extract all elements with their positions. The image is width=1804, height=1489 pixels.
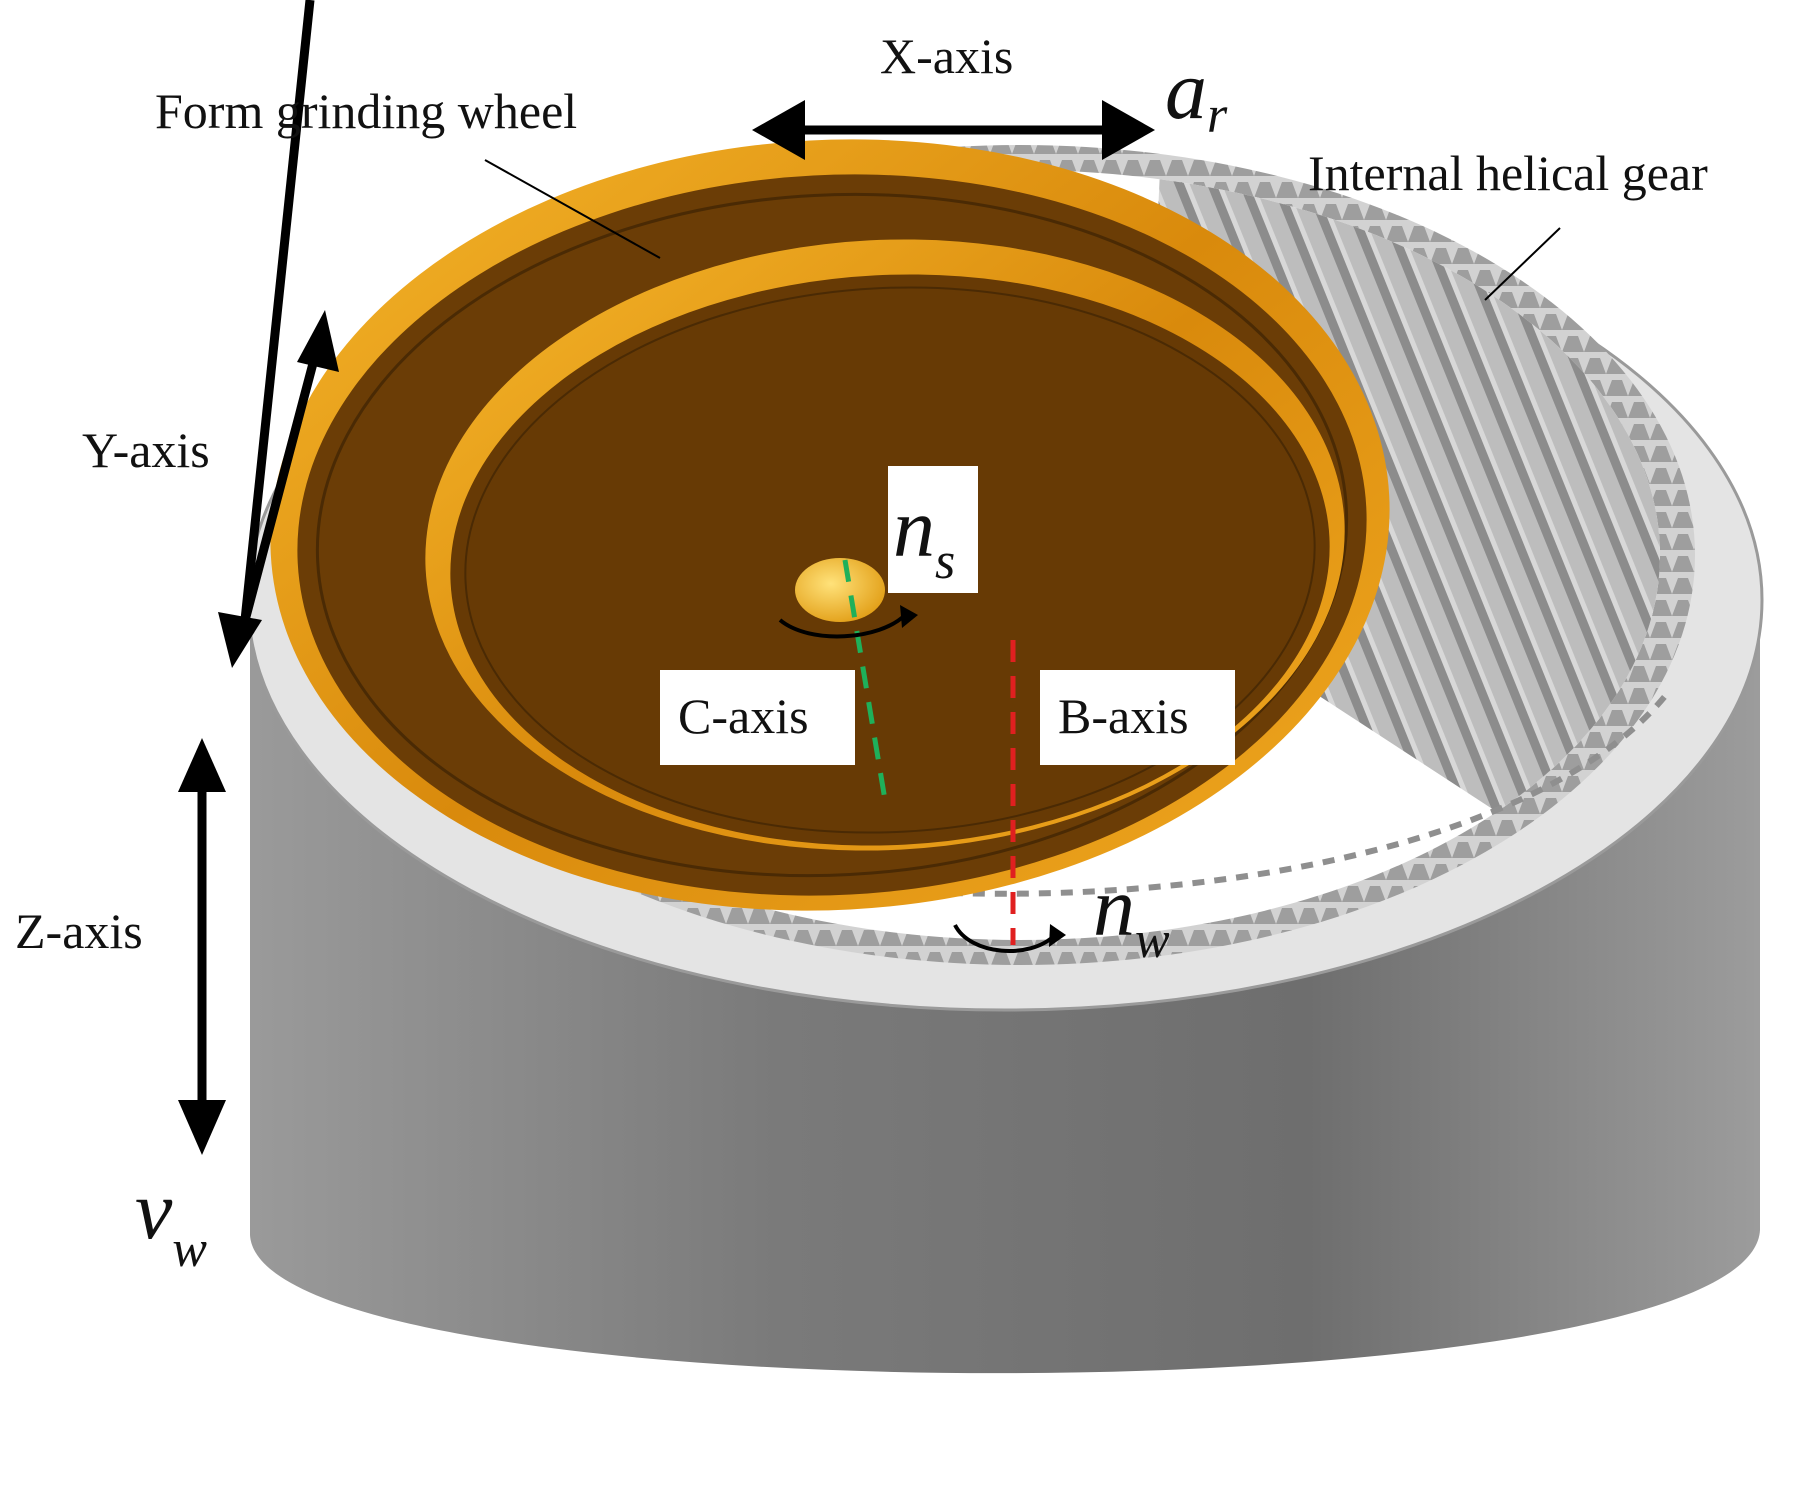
b-axis-box bbox=[1040, 670, 1235, 765]
gear-leader-line bbox=[1484, 227, 1561, 301]
c-axis-line bbox=[842, 559, 888, 801]
x-axis-label: X-axis bbox=[880, 28, 1013, 84]
ns-rotation-arrow bbox=[778, 613, 907, 639]
ns-label-box bbox=[888, 466, 978, 593]
wheel-leader-line bbox=[484, 159, 661, 259]
z-axis-label: Z-axis bbox=[15, 903, 143, 959]
c-axis-label: C-axis bbox=[678, 688, 809, 744]
vw-symbol: vw bbox=[135, 1164, 207, 1278]
b-axis-label: B-axis bbox=[1058, 688, 1189, 744]
wheel-hub bbox=[795, 558, 885, 622]
form-grinding-wheel-label: Form grinding wheel bbox=[155, 83, 577, 139]
nw-symbol: nw bbox=[1093, 861, 1170, 969]
x-axis-arrow bbox=[752, 100, 1155, 160]
ar-symbol: ar bbox=[1165, 44, 1228, 144]
gear-teeth-edge bbox=[357, 688, 1673, 897]
z-axis-arrow bbox=[178, 738, 226, 1155]
nw-rotation-arrow bbox=[953, 923, 1057, 953]
internal-helical-gear-label: Internal helical gear bbox=[1308, 145, 1708, 201]
y-axis-arrow bbox=[218, 0, 339, 668]
ns-symbol: ns bbox=[893, 482, 955, 590]
y-axis-label: Y-axis bbox=[82, 422, 210, 478]
c-axis-box bbox=[660, 670, 855, 765]
